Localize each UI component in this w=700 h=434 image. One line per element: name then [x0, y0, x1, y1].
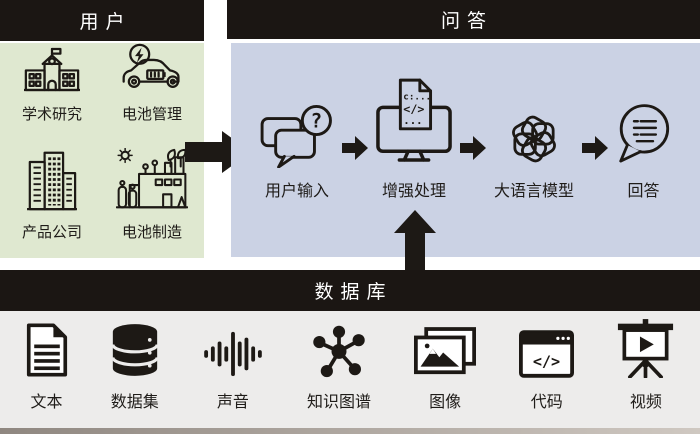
flow-arrow-icon	[459, 136, 486, 160]
db-item-sound: 声音	[202, 316, 264, 412]
user-item-label: 产品公司	[21, 225, 82, 241]
database-body: 文本 数据集	[0, 311, 700, 428]
flow-item-user-input: ? 用户输入	[260, 74, 334, 201]
users-section-header: 用户	[0, 0, 204, 41]
flow-item-label: 用户输入	[264, 183, 329, 200]
qa-body: ? 用户输入 c:... </> ...	[231, 43, 700, 257]
db-item-label: 视频	[629, 394, 662, 411]
video-screen-icon	[617, 316, 674, 378]
code-window-icon: </>	[519, 316, 575, 378]
flow-item-answer: 回答	[616, 74, 671, 201]
db-item-label: 代码	[530, 394, 563, 411]
user-item-academic: 学术研究	[2, 43, 102, 127]
qa-title: 问答	[440, 11, 493, 32]
user-item-battery-manufacturing: 电池制造	[102, 127, 202, 258]
db-item-label: 图像	[429, 394, 462, 411]
users-title: 用户	[79, 12, 132, 33]
db-item-label: 数据集	[110, 394, 159, 411]
database-up-arrow-icon	[394, 210, 436, 270]
users-body: 学术研究 电池管理	[0, 43, 204, 258]
school-icon	[22, 46, 82, 98]
flow-item-llm: 大语言模型	[494, 74, 574, 201]
user-item-battery-management: 电池管理	[102, 43, 202, 127]
flow-item-label: 回答	[627, 183, 660, 200]
monitor-code-doc-icon: c:... </> ...	[376, 74, 452, 168]
db-item-code: </> 代码	[519, 316, 575, 412]
bottom-edge-divider	[0, 428, 700, 434]
db-item-label: 文本	[30, 394, 63, 411]
db-item-knowledge-graph: 知识图谱	[307, 316, 371, 412]
database-title: 数据库	[314, 282, 393, 303]
db-item-video: 视频	[617, 316, 674, 412]
user-item-product-company: 产品公司	[2, 127, 102, 258]
flow-arrow-icon	[341, 136, 368, 160]
svg-text:?: ?	[311, 109, 323, 132]
answer-bubble-icon	[616, 74, 671, 168]
dataset-database-icon	[110, 316, 159, 378]
user-item-label: 学术研究	[21, 107, 82, 123]
db-item-label: 声音	[216, 394, 249, 411]
db-item-label: 知识图谱	[306, 394, 371, 411]
flow-item-label: 大语言模型	[493, 183, 574, 200]
battery-factory-icon	[115, 147, 189, 216]
images-icon	[414, 316, 477, 378]
svg-text:...: ...	[403, 114, 422, 127]
flow-arrow-icon	[582, 136, 608, 160]
user-item-label: 电池制造	[121, 225, 182, 241]
database-section-header: 数据库	[0, 270, 700, 311]
svg-text:c:...: c:...	[403, 92, 431, 103]
db-item-image: 图像	[414, 316, 477, 412]
sound-wave-icon	[202, 316, 264, 378]
text-document-icon	[26, 316, 68, 378]
svg-text:</>: </>	[403, 102, 424, 116]
flow-item-label: 增强处理	[381, 183, 446, 200]
llm-flower-icon	[506, 74, 562, 168]
knowledge-graph-icon	[310, 316, 368, 378]
chat-question-icon: ?	[260, 74, 334, 168]
svg-text:</>: </>	[533, 352, 560, 370]
db-item-text: 文本	[26, 316, 68, 412]
company-buildings-icon	[27, 150, 77, 216]
ev-charging-car-icon	[119, 42, 185, 98]
db-item-dataset: 数据集	[111, 316, 159, 412]
flow-item-augmentation: c:... </> ... 增强处理	[376, 74, 452, 201]
user-item-label: 电池管理	[121, 107, 182, 123]
qa-section-header: 问答	[227, 0, 700, 39]
